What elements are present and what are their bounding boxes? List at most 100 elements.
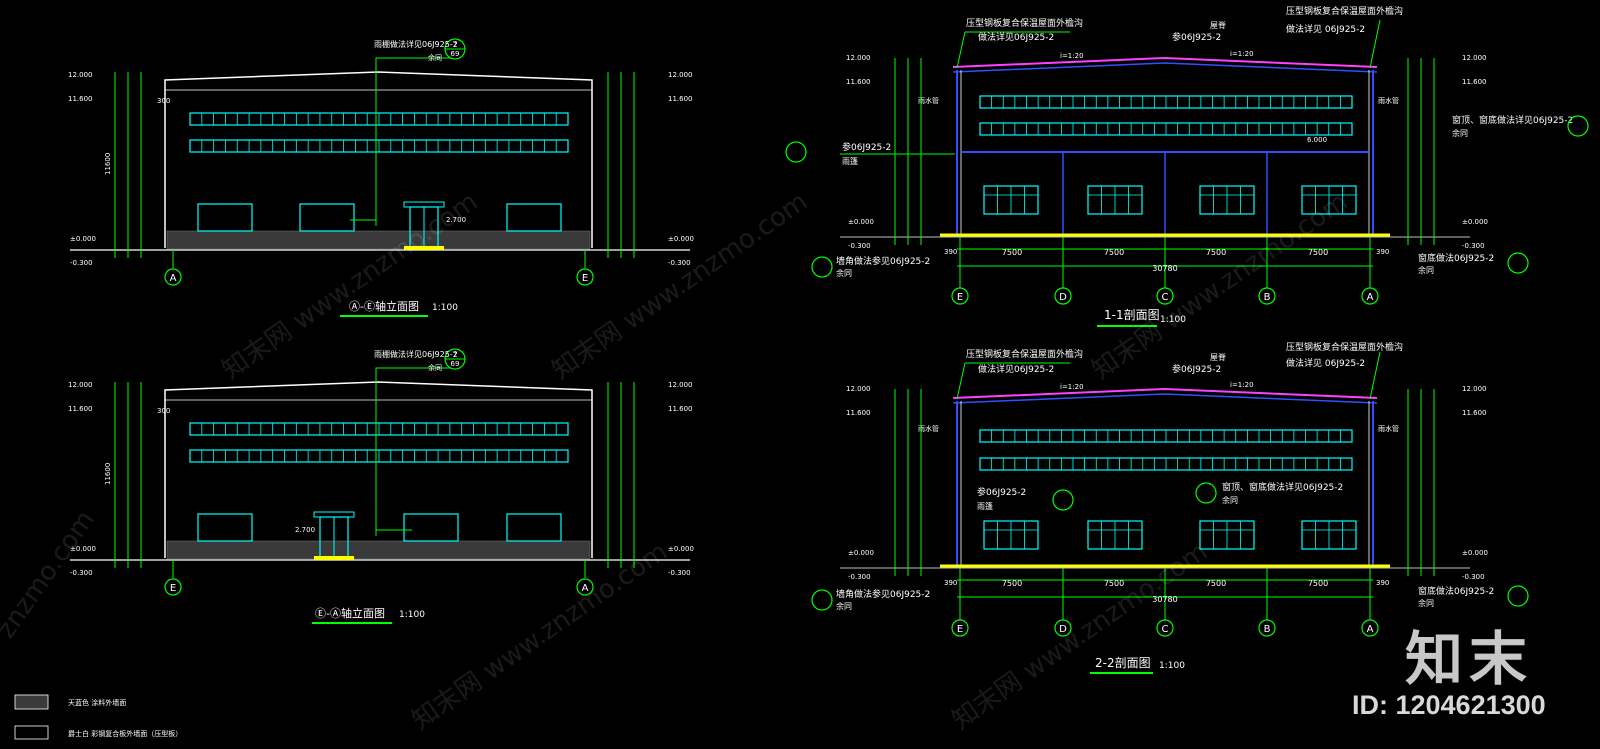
axis-lines: [959, 568, 1371, 620]
slope-right: i=1:20: [1230, 381, 1254, 389]
legend-label-masonry: 天蓝色 涂料外墙面: [68, 698, 126, 707]
legend: 天蓝色 涂料外墙面 爵士白 彩钢复合板外墙面（压型板）: [14, 694, 182, 740]
canopy-note: 雨棚做法详见06J925-2: [374, 349, 458, 359]
axis-e: E: [957, 292, 963, 303]
sill-note: 窗顶、窗底做法详见06J925-2: [1452, 114, 1573, 126]
downpipe-right: 雨水管: [1378, 96, 1399, 105]
ridge-note: 屋脊: [1210, 352, 1226, 362]
level-12000: 12.000: [846, 385, 871, 393]
roof-profile: [952, 387, 1378, 399]
level-12000: 12.000: [846, 54, 871, 62]
axis-lines: [959, 237, 1371, 288]
span-3: 7500: [1206, 248, 1226, 257]
callout-bottom: 69: [451, 50, 460, 58]
axis-label-right: E: [582, 273, 588, 284]
level-0-right: ±0.000: [668, 545, 694, 553]
level-0-left: ±0.000: [70, 545, 96, 553]
legend-label-panel: 爵士白 彩钢复合板外墙面（压型板）: [68, 729, 182, 738]
edge-right: 390: [1376, 579, 1389, 587]
level-11600-right: 11.600: [1462, 409, 1487, 417]
roof-profile: [952, 56, 1378, 68]
window-band-lower: [189, 139, 569, 153]
door-height: 2.700: [446, 216, 466, 224]
level-0-right: ±0.000: [668, 235, 694, 243]
downpipe-sub: 雨篷: [977, 501, 993, 511]
span-3: 7500: [1206, 579, 1226, 588]
level-neg-right: -0.300: [1462, 242, 1485, 250]
level-12000-right: 12.000: [1462, 385, 1487, 393]
sill-note: 窗顶、窗底做法详见06J925-2: [1222, 481, 1343, 493]
axis-label-left: E: [170, 583, 176, 594]
section-1-1: E D C B A 7500 7500 7500 7500 30780 390 …: [785, 5, 1589, 327]
dimension-chain-left: [894, 58, 922, 245]
window-band-upper: [979, 95, 1353, 109]
canopy-note-sub: 余同: [428, 53, 442, 62]
brand-logo: 知末: [1405, 625, 1534, 693]
window-band-lower: [979, 457, 1353, 471]
ground-windows: [983, 185, 1357, 215]
level-11600-left: 11.600: [68, 405, 93, 413]
building-outline: [164, 381, 593, 558]
span-total: 30780: [1152, 595, 1177, 604]
dim-11600: 11600: [104, 463, 112, 485]
dimension-chain-right: [607, 382, 635, 568]
level-neg-left: -0.300: [70, 259, 93, 267]
level-neg: -0.300: [848, 242, 871, 250]
sill-sub: 余同: [1452, 128, 1468, 138]
axis-b: B: [1264, 624, 1271, 635]
level-0: ±0.000: [848, 218, 874, 226]
span-4: 7500: [1308, 579, 1328, 588]
level-12000-left: 12.000: [68, 381, 93, 389]
downpipe-right: 雨水管: [1378, 424, 1399, 433]
slope-right: i=1:20: [1230, 50, 1254, 58]
downpipe-left: 雨水管: [918, 96, 939, 105]
drawing-scale: 1:100: [432, 303, 458, 313]
svg-text:知末网 www.znzmo.com: 知末网 www.znzmo.com: [407, 537, 673, 736]
gutter-note-2: 做法详见 06J925-2: [1286, 357, 1365, 369]
drawing-title: 2-2剖面图: [1095, 656, 1151, 670]
level-11600-left: 11.600: [68, 95, 93, 103]
slope-left: i=1:20: [1060, 383, 1084, 391]
dimension-chain-left: [894, 389, 922, 576]
level-neg-left: -0.300: [70, 569, 93, 577]
level-0: ±0.000: [848, 549, 874, 557]
canopy-note-sub: 余同: [428, 363, 442, 372]
roof-note-1: 压型钢板复合保温屋面外檐沟: [966, 17, 1083, 29]
drawing-scale: 1:100: [399, 610, 425, 620]
downpipe-sub: 雨篷: [842, 156, 858, 166]
axis-bubbles: [951, 287, 1379, 305]
level-11600-right: 11.600: [668, 95, 693, 103]
level-neg-right: -0.300: [668, 259, 691, 267]
base-note: 墙角做法参见06J925-2: [836, 588, 930, 600]
drawing-title: 1-1剖面图: [1104, 308, 1160, 322]
ridge-ref: 参06J925-2: [1172, 363, 1221, 375]
roof-note-1: 压型钢板复合保温屋面外檐沟: [966, 348, 1083, 360]
door: [403, 201, 445, 250]
drawing-title: Ⓐ-Ⓔ轴立面图: [349, 299, 419, 313]
span-2: 7500: [1104, 579, 1124, 588]
callout-top: 7: [453, 41, 457, 49]
axis-c: C: [1162, 292, 1169, 303]
level-12000-right: 12.000: [1462, 54, 1487, 62]
door: [313, 511, 355, 560]
axis-a: A: [1367, 624, 1374, 635]
masonry-plinth: [166, 230, 591, 250]
masonry-plinth: [166, 540, 591, 560]
axis-label-right: A: [582, 583, 589, 594]
crane-level: 6.000: [1307, 136, 1327, 144]
window-band-lower: [189, 449, 569, 463]
span-2: 7500: [1104, 248, 1124, 257]
base-sub: 余同: [836, 601, 852, 611]
window-band-upper: [189, 422, 569, 436]
level-0-left: ±0.000: [70, 235, 96, 243]
level-neg-right: -0.300: [1462, 573, 1485, 581]
gutter-note-1: 压型钢板复合保温屋面外檐沟: [1286, 5, 1403, 17]
level-12000-right: 12.000: [668, 381, 693, 389]
level-12000-right: 12.000: [668, 71, 693, 79]
legend-swatch-masonry: [14, 694, 49, 710]
span-1: 7500: [1002, 248, 1022, 257]
legend-swatch-panel: [14, 725, 49, 740]
sill-sub: 余同: [1222, 495, 1238, 505]
axis-d: D: [1059, 292, 1067, 303]
window-note: 窗底做法06J925-2: [1418, 585, 1494, 597]
